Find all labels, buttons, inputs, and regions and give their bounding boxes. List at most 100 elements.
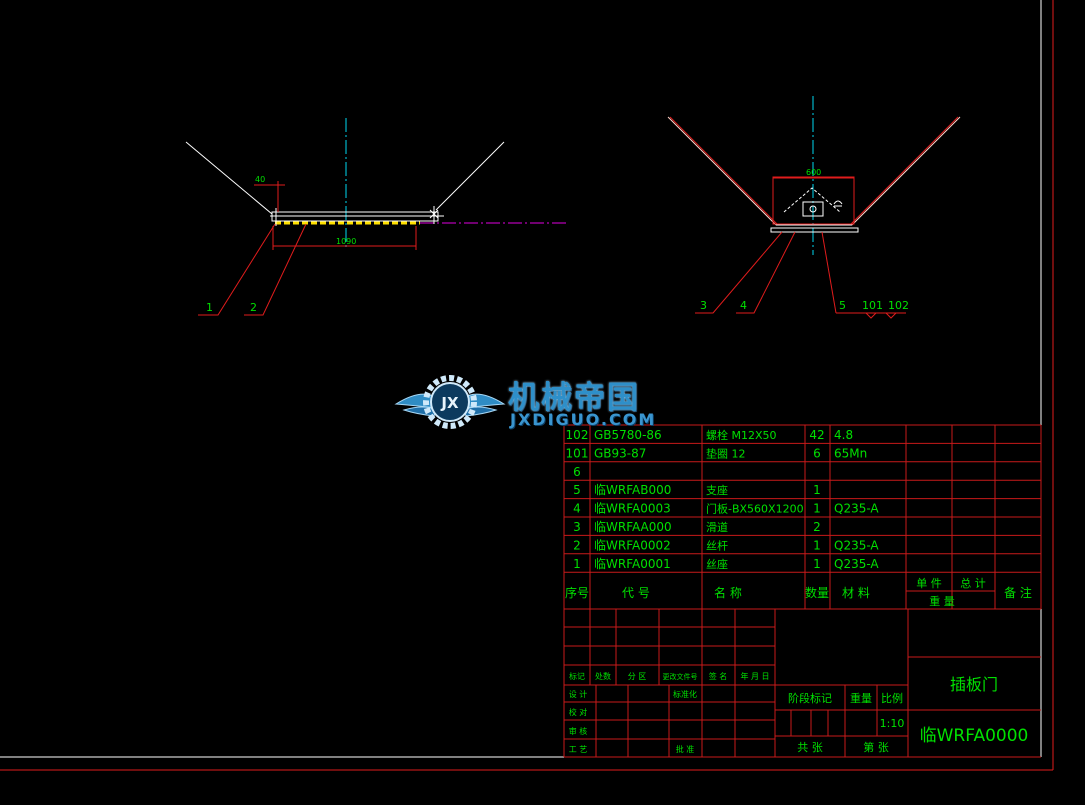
bom-cell-mat: 65Mn [834, 446, 867, 460]
hopper-wall-left [669, 116, 779, 226]
title-label-docno: 更改文件号 [663, 672, 698, 681]
bom-cell-name: 螺栓 M12X50 [706, 428, 777, 442]
bom-cell-code: GB93-87 [594, 446, 646, 460]
title-label-std: 标准化 [673, 689, 697, 699]
title-label-design: 设 计 [569, 689, 588, 699]
drawing-number: 临WRFA0000 [920, 726, 1029, 746]
bom-cell-name: 门板-BX560X1200 [706, 502, 804, 516]
bom-cell-no: 3 [573, 520, 581, 534]
bom-header-code: 代 号 [622, 586, 650, 600]
hopper-wall-right [849, 116, 959, 226]
title-scale-value: 1:10 [880, 717, 905, 730]
bom-cell-no: 5 [573, 483, 581, 497]
gate-opening [783, 187, 841, 213]
title-block: 标记处数分 区更改文件号签 名年 月 日设 计标准化校 对审 核工 艺批 准阶段… [563, 608, 1041, 758]
hopper-wall-left [185, 141, 273, 215]
bom-cell-code: GB5780-86 [594, 428, 662, 442]
title-label-stage: 阶段标记 [788, 691, 832, 705]
bom-cell-mat: 4.8 [834, 428, 853, 442]
title-label-date: 年 月 日 [740, 671, 769, 681]
bom-header-total: 总 计 [960, 576, 986, 590]
bom-cell-qty: 2 [813, 520, 821, 534]
bom-cell-code: 临WRFA0003 [594, 502, 671, 516]
bolt-mark [429, 209, 439, 219]
bom-cell-qty: 1 [813, 557, 821, 571]
watermark: JX 机械帝国 JXDIGUO.COM [392, 368, 692, 436]
title-label-sheets: 共 张 [797, 741, 823, 754]
leader-line [198, 223, 276, 316]
bom-header-mat: 材 料 [842, 586, 870, 600]
balloon-5: 5 [839, 299, 846, 312]
bom-header-qty: 数量 [805, 585, 829, 600]
bom-cell-name: 垫圈 12 [706, 446, 746, 460]
hopper-wall-right [435, 141, 505, 211]
bom-cell-name: 支座 [706, 483, 728, 497]
dimension-thickness: 40 [254, 175, 285, 212]
title-label-review: 审 核 [569, 726, 588, 736]
leader-ticks [865, 312, 897, 319]
drawing-name: 插板门 [950, 675, 998, 694]
title-label-count: 处数 [595, 671, 611, 681]
title-label-sheet: 第 张 [863, 740, 889, 754]
title-label-approve: 批 准 [676, 744, 695, 754]
balloon-2: 2 [250, 301, 257, 314]
gate-rail [770, 227, 859, 233]
dim-text-600: 600 [806, 168, 821, 177]
bom-cell-mat: Q235-A [834, 557, 879, 571]
dimension-length: 1090 [272, 226, 417, 250]
bom-cell-code: 临WRFA0002 [594, 538, 671, 552]
leader-line [821, 231, 837, 314]
title-label-weight: 重量 [850, 691, 872, 705]
bom-cell-qty: 6 [813, 446, 821, 460]
bom-cell-code: 临WRFA0001 [594, 557, 671, 571]
hopper-wall-right [851, 116, 961, 226]
bom-header-name: 名 称 [714, 585, 742, 600]
title-label-zone: 分 区 [628, 672, 647, 681]
balloon-3: 3 [700, 299, 707, 312]
bom-cell-no: 4 [573, 502, 581, 516]
title-label-mark: 标记 [569, 671, 585, 681]
watermark-main-text: 机械帝国 [508, 380, 640, 416]
bom-cell-name: 滑道 [706, 520, 728, 534]
bom-cell-qty: 42 [809, 428, 824, 442]
bom-cell-name: 丝座 [706, 557, 728, 571]
balloon-1: 1 [206, 301, 213, 314]
leader-line [244, 223, 307, 316]
bom-cell-no: 102 [566, 428, 589, 442]
bom-cell-qty: 1 [813, 538, 821, 552]
bom-cell-qty: 1 [813, 483, 821, 497]
dim-text-1090: 1090 [336, 237, 356, 246]
bom-cell-code: 临WRFAB000 [594, 483, 671, 497]
handle-mark [833, 200, 843, 207]
bom-cell-mat: Q235-A [834, 538, 879, 552]
right-view: 600 3 4 5 101 102 [667, 96, 961, 319]
bom-cell-no: 101 [566, 446, 589, 460]
bom-cell-qty: 1 [813, 502, 821, 516]
leader-line [736, 231, 796, 314]
title-label-check: 校 对 [569, 707, 588, 717]
bom-cell-no: 1 [573, 557, 581, 571]
dim-text-40: 40 [255, 175, 265, 184]
title-label-process: 工 艺 [569, 745, 588, 754]
bom-header-weight: 重 量 [929, 594, 955, 608]
leader-line [695, 231, 783, 314]
bom-cell-name: 丝杆 [706, 538, 728, 552]
balloon-4: 4 [740, 299, 747, 312]
bom-cell-no: 2 [573, 538, 581, 552]
watermark-sub-text: JXDIGUO.COM [510, 410, 657, 429]
bom-cell-no: 6 [573, 465, 581, 479]
bom-cell-code: 临WRFAA000 [594, 520, 672, 534]
left-view: 40 1090 1 2 [185, 118, 566, 316]
bom-cell-mat: Q235-A [834, 502, 879, 516]
screw-seat [802, 201, 824, 217]
watermark-emblem: JX [440, 394, 459, 412]
screw-seat [809, 205, 817, 213]
bom-header-unit: 单 件 [916, 577, 942, 590]
hopper-wall-left [667, 116, 777, 226]
support-frame [772, 176, 855, 225]
bom-header-no: 序号 [565, 585, 589, 600]
balloon-101: 101 [862, 299, 883, 312]
title-label-scale: 比例 [881, 691, 903, 705]
